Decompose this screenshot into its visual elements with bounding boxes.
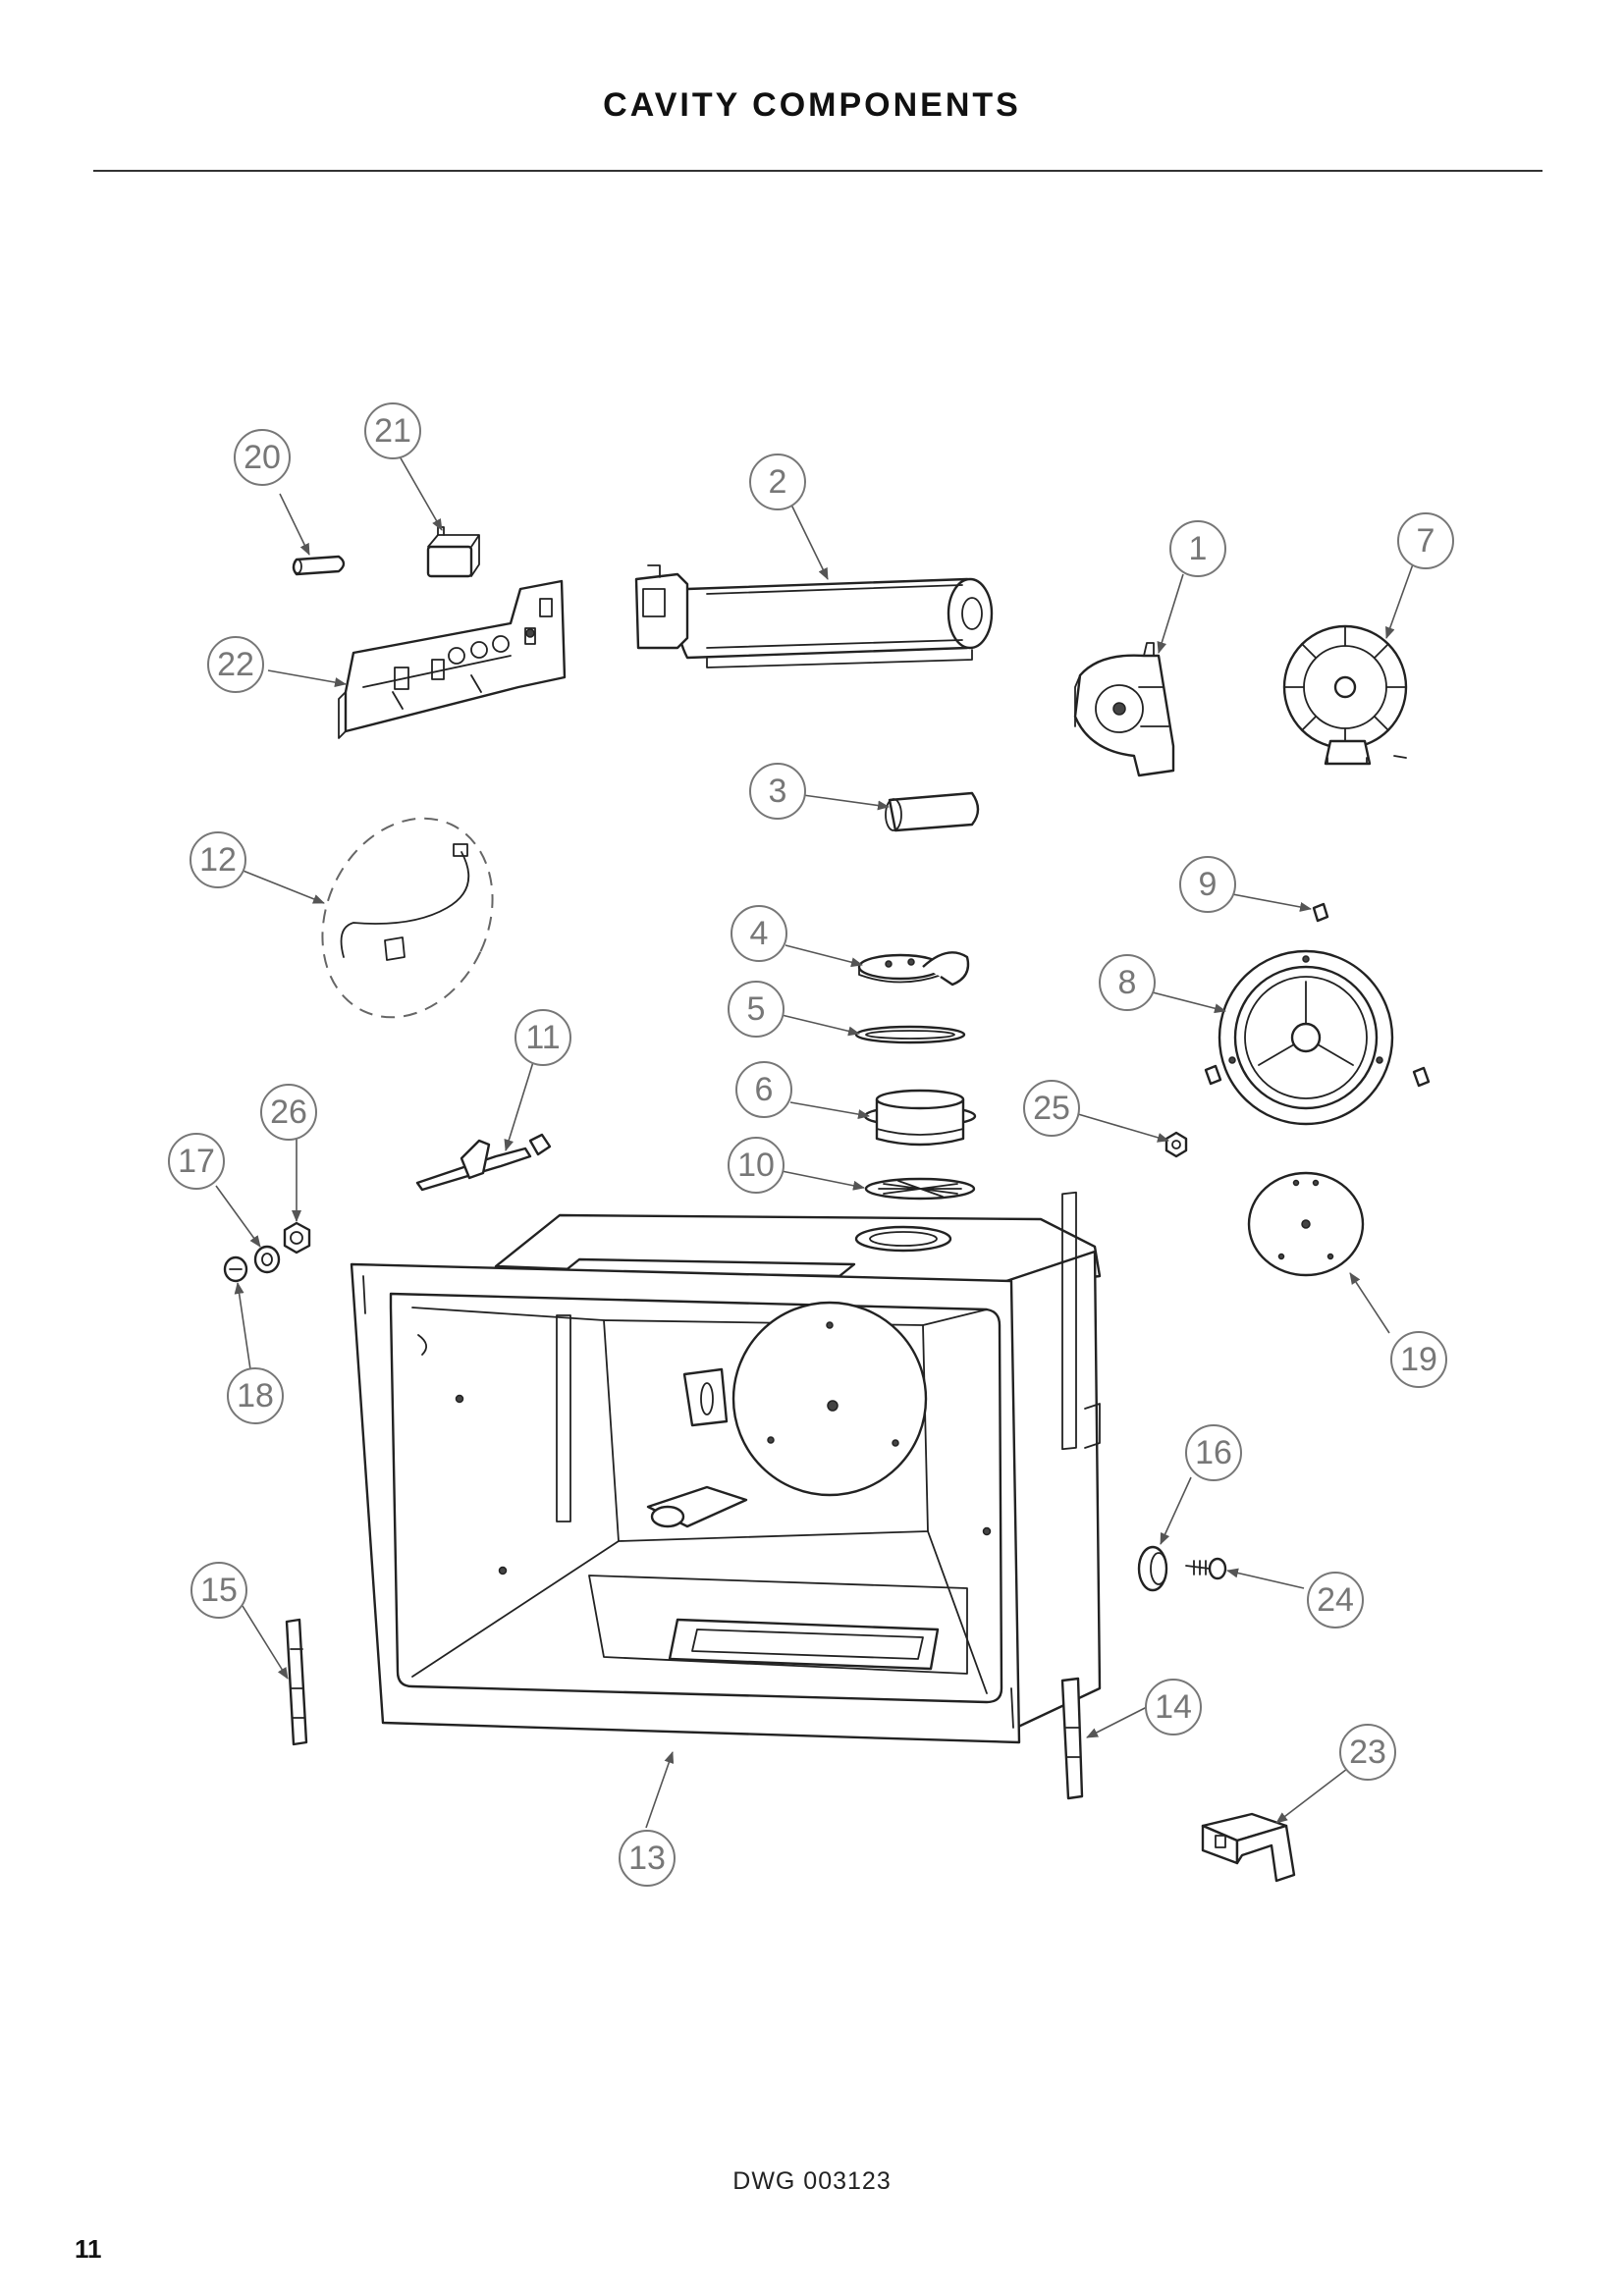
callout-5-label: 5 (747, 990, 766, 1028)
part-4-burner-cap (857, 951, 970, 987)
part-23-bracket (1201, 1812, 1296, 1883)
leader-lines (215, 455, 1415, 1829)
part-10-grille (864, 1177, 976, 1201)
callout-15-label: 15 (200, 1572, 238, 1609)
callout-20-label: 20 (244, 439, 281, 476)
part-17-washer (253, 1245, 281, 1274)
callout-11-label: 11 (525, 1019, 560, 1056)
callout-22: 22 (207, 636, 264, 693)
part-16-knob-cap (1137, 1545, 1168, 1592)
callout-4: 4 (731, 905, 787, 962)
callout-23: 23 (1339, 1724, 1396, 1781)
part-9-bolt (1312, 902, 1329, 923)
callout-19: 19 (1390, 1331, 1447, 1388)
callout-25: 25 (1023, 1080, 1080, 1137)
part-6-collar (863, 1089, 977, 1147)
callout-5: 5 (728, 981, 785, 1038)
callout-6: 6 (735, 1061, 792, 1118)
callout-21: 21 (364, 402, 421, 459)
callout-1-label: 1 (1189, 530, 1208, 567)
callout-20: 20 (234, 429, 291, 486)
callout-22-label: 22 (217, 646, 254, 683)
part-24-screw (1185, 1557, 1227, 1580)
callout-15: 15 (190, 1562, 247, 1619)
callout-26-label: 26 (270, 1094, 307, 1131)
callout-26: 26 (260, 1084, 317, 1141)
callout-17-label: 17 (178, 1143, 215, 1180)
callout-12-label: 12 (199, 841, 237, 879)
part-22-mounting-bracket (338, 579, 567, 739)
page-title: CAVITY COMPONENTS (603, 86, 1021, 124)
callout-4-label: 4 (750, 915, 769, 952)
part-2-tangential-fan (634, 564, 994, 668)
title-rule (93, 170, 1543, 172)
part-3-duct (885, 791, 980, 832)
callout-19-label: 19 (1400, 1341, 1437, 1378)
callout-13-label: 13 (628, 1840, 666, 1877)
callout-9: 9 (1179, 856, 1236, 913)
callout-23-label: 23 (1349, 1734, 1386, 1771)
callout-2: 2 (749, 454, 806, 510)
part-13-oven-cavity (350, 1191, 1102, 1744)
part-8-fan-cover (1218, 949, 1394, 1126)
callout-8: 8 (1099, 954, 1156, 1011)
callout-21-label: 21 (374, 412, 411, 450)
callout-6-label: 6 (755, 1071, 774, 1108)
callout-1: 1 (1169, 520, 1226, 577)
part-26-hex-nut (283, 1221, 311, 1255)
part-7-fan-motor (1282, 624, 1408, 766)
part-15-hinge-left (285, 1618, 308, 1746)
part-8-fixing-studs (1204, 1064, 1431, 1088)
callout-14: 14 (1145, 1679, 1202, 1735)
drawing-number: DWG 003123 (732, 2167, 892, 2195)
callout-10: 10 (728, 1137, 785, 1194)
callout-10-label: 10 (737, 1147, 775, 1184)
part-21-switch (426, 526, 480, 578)
callout-3-label: 3 (769, 773, 787, 810)
callout-3: 3 (749, 763, 806, 820)
callout-8-label: 8 (1118, 964, 1137, 1001)
callout-18: 18 (227, 1367, 284, 1424)
part-1-blower (1073, 642, 1175, 777)
part-20-cylinder (292, 555, 346, 576)
part-19-round-plate (1247, 1171, 1365, 1277)
callout-7-label: 7 (1417, 522, 1435, 560)
callout-25-label: 25 (1033, 1090, 1070, 1127)
callout-7: 7 (1397, 512, 1454, 569)
callout-24: 24 (1307, 1572, 1364, 1629)
callout-14-label: 14 (1155, 1688, 1192, 1726)
part-25-nut (1164, 1131, 1188, 1158)
callout-9-label: 9 (1199, 866, 1218, 903)
part-5-ring (854, 1025, 966, 1044)
callout-12: 12 (189, 831, 246, 888)
page-number: 11 (75, 2234, 102, 2264)
callout-13: 13 (619, 1830, 676, 1887)
part-14-hinge-right (1060, 1677, 1084, 1800)
part-18-screw (223, 1255, 248, 1283)
callout-18-label: 18 (237, 1377, 274, 1415)
callout-16-label: 16 (1195, 1434, 1232, 1471)
callout-11: 11 (514, 1009, 571, 1066)
part-12-wire-harness (321, 817, 494, 1019)
part-11-probe (415, 1133, 552, 1192)
callout-2-label: 2 (769, 463, 787, 501)
callout-16: 16 (1185, 1424, 1242, 1481)
callout-17: 17 (168, 1133, 225, 1190)
callout-24-label: 24 (1317, 1581, 1354, 1619)
